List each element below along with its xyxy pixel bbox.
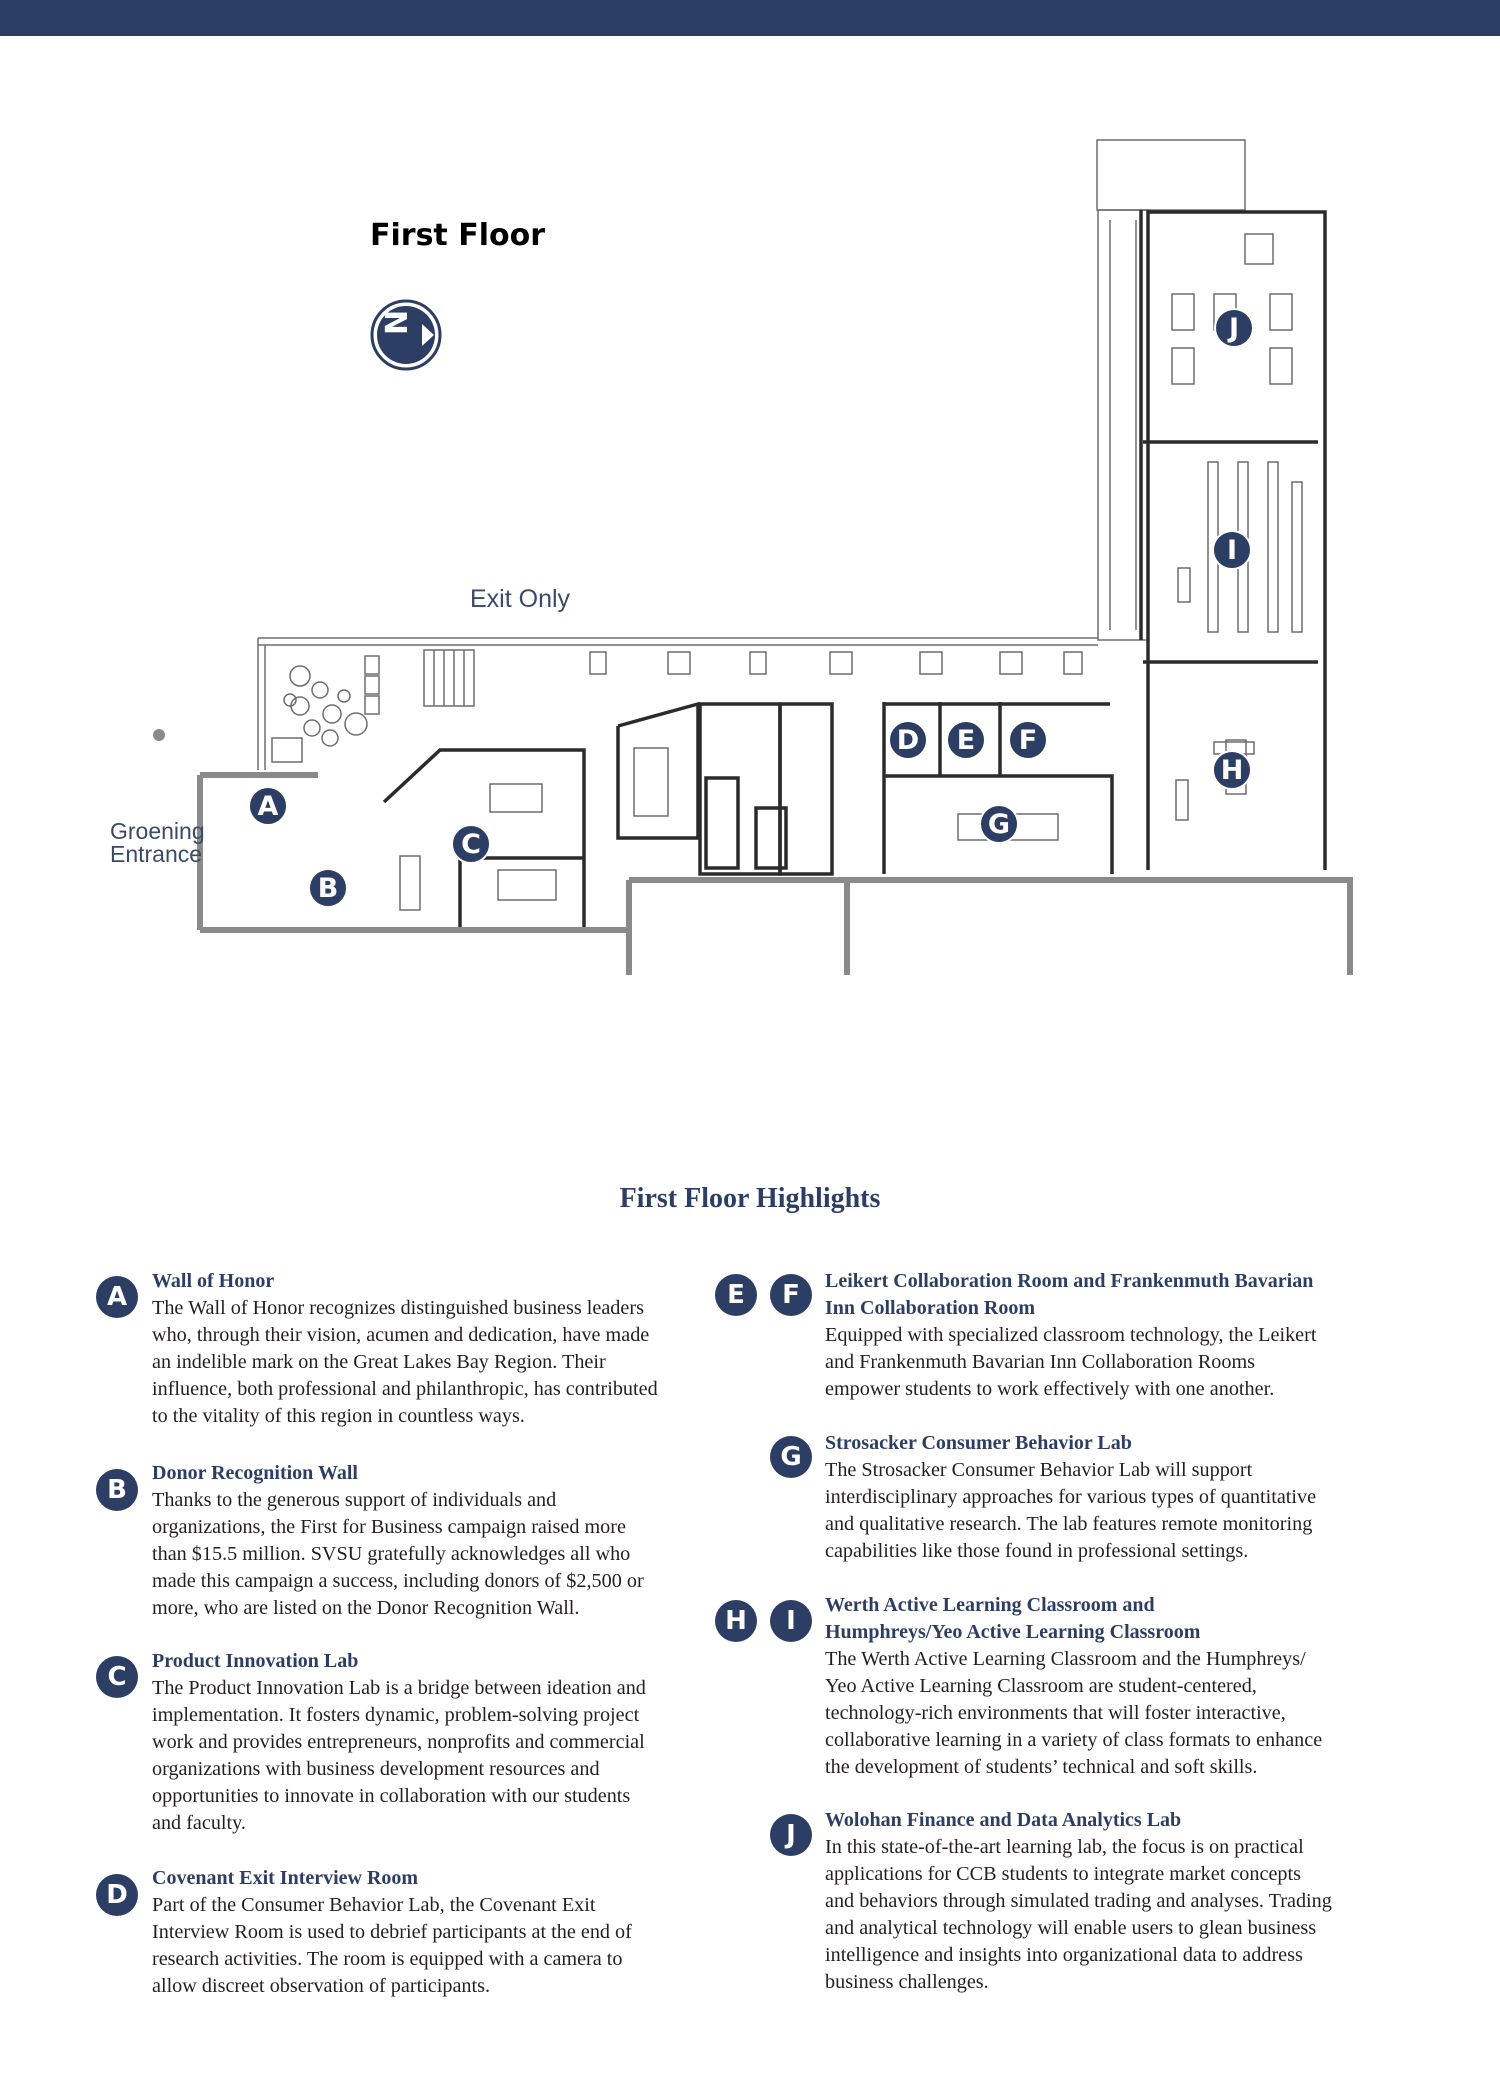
highlight-finance-lab: Wolohan Finance and Data Analytics Lab I… bbox=[825, 1807, 1385, 1996]
map-marker-e[interactable]: E bbox=[946, 720, 986, 760]
exit-only-label: Exit Only bbox=[470, 585, 571, 613]
compass-letter: N bbox=[380, 310, 415, 335]
north-compass-icon: N bbox=[370, 299, 442, 371]
highlight-desc: The Strosacker Consumer Behavior Lab wil… bbox=[825, 1459, 1317, 1562]
highlight-collaboration-rooms: Leikert Collaboration Room and Frankenmu… bbox=[825, 1268, 1385, 1403]
highlight-desc: The Wall of Honor recognizes distinguish… bbox=[152, 1297, 658, 1427]
highlight-desc: Equipped with specialized classroom tech… bbox=[825, 1324, 1317, 1400]
highlight-desc: The Werth Active Learning Classroom and … bbox=[825, 1648, 1323, 1778]
map-marker-b[interactable]: B bbox=[308, 868, 348, 908]
badge-b: B bbox=[96, 1469, 138, 1511]
highlight-title: Leikert Collaboration Room and Frankenmu… bbox=[825, 1270, 1314, 1319]
highlight-product-innovation-lab: Product Innovation Lab The Product Innov… bbox=[152, 1648, 712, 1837]
badge-a: A bbox=[96, 1276, 138, 1318]
entrance-line2: Entrance bbox=[110, 841, 203, 867]
badge-j: J bbox=[770, 1814, 812, 1856]
highlight-title: Wall of Honor bbox=[152, 1270, 275, 1292]
highlight-title: Strosacker Consumer Behavior Lab bbox=[825, 1432, 1132, 1454]
map-marker-h[interactable]: H bbox=[1212, 750, 1252, 790]
highlight-desc: The Product Innovation Lab is a bridge b… bbox=[152, 1677, 646, 1834]
highlight-title: Product Innovation Lab bbox=[152, 1650, 359, 1672]
entrance-line1: Groening bbox=[110, 818, 205, 844]
badge-g: G bbox=[770, 1436, 812, 1478]
map-marker-c[interactable]: C bbox=[451, 824, 491, 864]
highlight-donor-wall: Donor Recognition Wall Thanks to the gen… bbox=[152, 1460, 712, 1622]
highlight-wall-of-honor: Wall of Honor The Wall of Honor recogniz… bbox=[152, 1268, 712, 1430]
highlight-desc: In this state-of-the-art learning lab, t… bbox=[825, 1836, 1332, 1993]
badge-c: C bbox=[96, 1656, 138, 1698]
highlight-title: Covenant Exit Interview Room bbox=[152, 1867, 419, 1889]
map-marker-d[interactable]: D bbox=[888, 720, 928, 760]
highlight-consumer-behavior-lab: Strosacker Consumer Behavior Lab The Str… bbox=[825, 1430, 1385, 1565]
highlight-desc: Part of the Consumer Behavior Lab, the C… bbox=[152, 1894, 632, 1997]
badge-d: D bbox=[96, 1874, 138, 1916]
highlight-desc: Thanks to the generous support of indivi… bbox=[152, 1489, 644, 1619]
badge-h: H bbox=[715, 1600, 757, 1642]
highlight-covenant-room: Covenant Exit Interview Room Part of the… bbox=[152, 1865, 712, 2000]
map-marker-f[interactable]: F bbox=[1008, 720, 1048, 760]
floor-plan bbox=[153, 139, 1353, 975]
map-marker-i[interactable]: I bbox=[1212, 530, 1252, 570]
badge-e: E bbox=[715, 1274, 757, 1316]
groening-entrance-label: Groening Entrance bbox=[110, 820, 205, 866]
badge-f: F bbox=[770, 1274, 812, 1316]
highlights-title: First Floor Highlights bbox=[619, 1183, 881, 1214]
top-banner bbox=[0, 0, 1500, 36]
badge-i: I bbox=[770, 1600, 812, 1642]
map-marker-g[interactable]: G bbox=[979, 804, 1019, 844]
map-marker-j[interactable]: J bbox=[1214, 308, 1254, 348]
highlight-title: Wolohan Finance and Data Analytics Lab bbox=[825, 1809, 1182, 1831]
floor-title: First Floor bbox=[370, 218, 546, 253]
highlight-title: Donor Recognition Wall bbox=[152, 1462, 358, 1484]
map-marker-a[interactable]: A bbox=[248, 786, 288, 826]
